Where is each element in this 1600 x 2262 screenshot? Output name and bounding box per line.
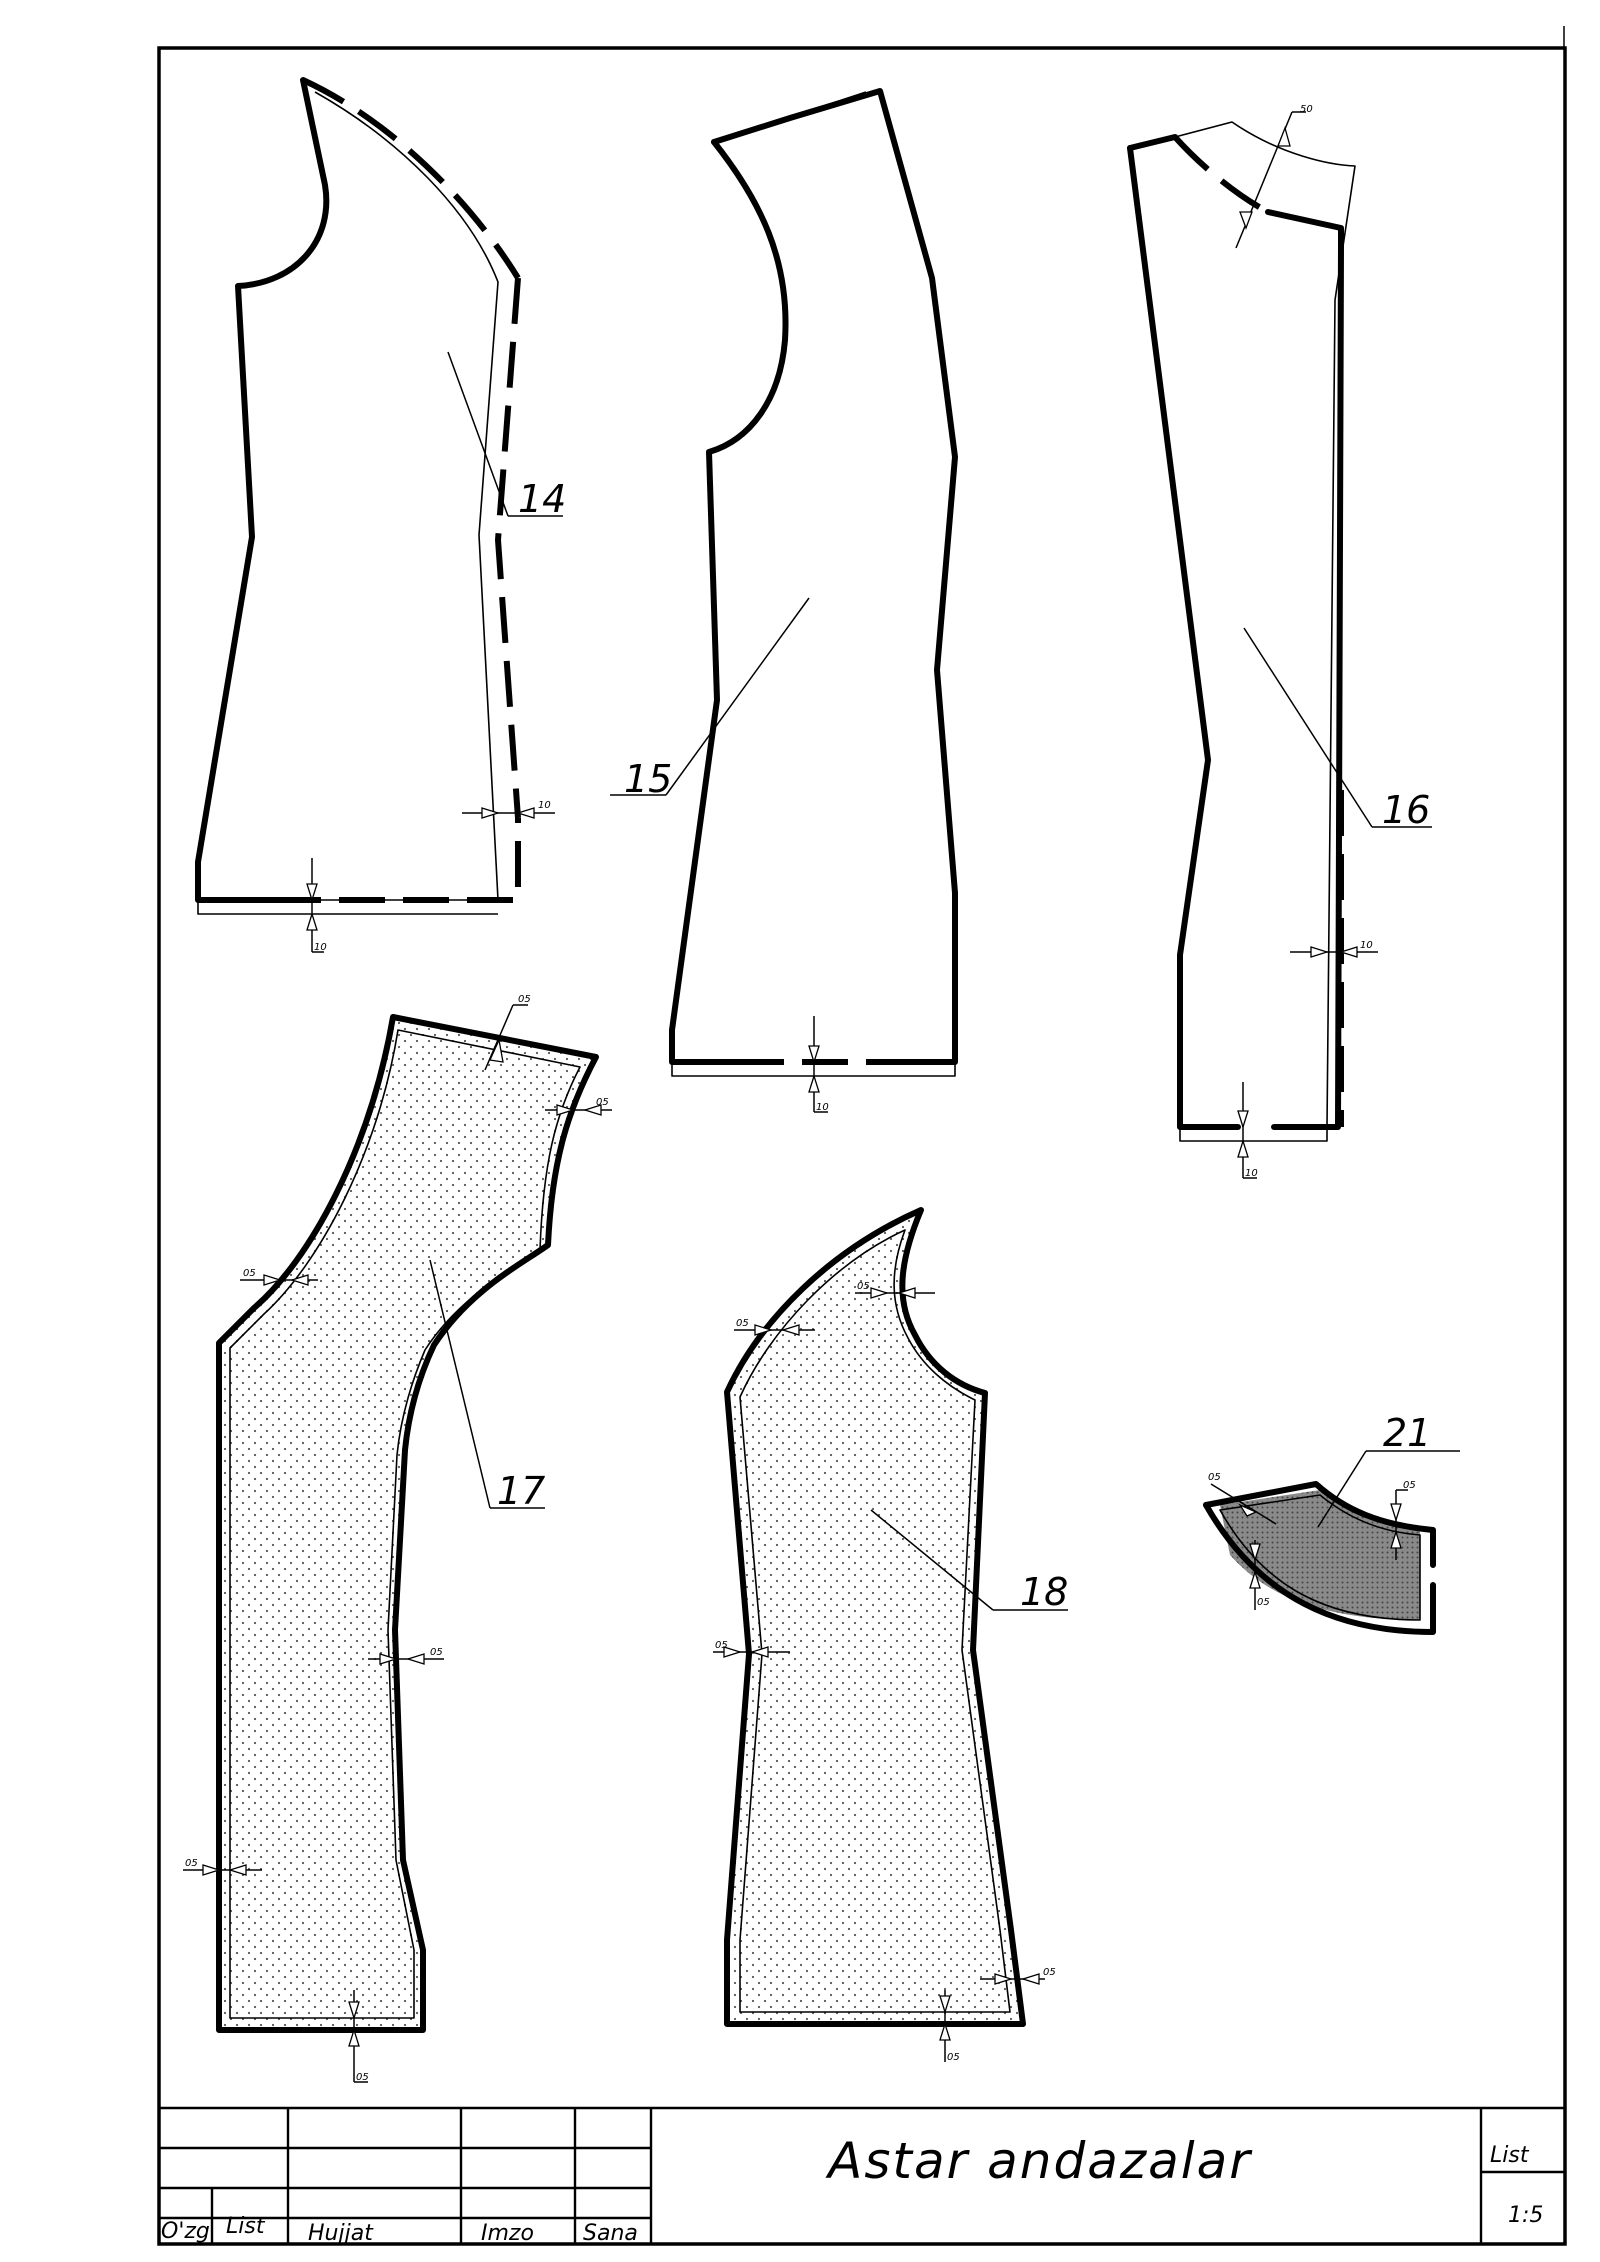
sheet-title: Astar andazalar <box>825 2132 1253 2190</box>
list-value: 1:5 <box>1508 2203 1543 2228</box>
seam-allowance-17a: 05 <box>518 994 531 1005</box>
seam-allowance-16a: 50 <box>1300 104 1313 115</box>
piece-label-17: 17 <box>497 1469 545 1513</box>
seam-allowance-17c: 05 <box>243 1268 256 1279</box>
list-header: List <box>1490 2143 1530 2168</box>
title-block: O'zg List Hujjat Imzo Sana Astar andazal… <box>159 2106 1565 2246</box>
pattern-piece-21: 21 05 05 05 <box>1203 1411 1460 1635</box>
pattern-piece-15: 15 10 <box>610 88 958 1113</box>
seam-allowance-15: 10 <box>816 1102 829 1113</box>
seam-allowance-18a: 05 <box>857 1281 870 1292</box>
title-block-col-hujjat: Hujjat <box>308 2221 374 2246</box>
seam-allowance-18b: 05 <box>736 1318 749 1329</box>
seam-allowance-21a: 05 <box>1208 1472 1221 1483</box>
seam-allowance-17d: 05 <box>430 1647 443 1658</box>
pattern-piece-18: 18 05 05 05 05 05 <box>713 1207 1068 2063</box>
seam-allowance-21b: 05 <box>1257 1597 1270 1608</box>
seam-allowance-17e: 05 <box>185 1858 198 1869</box>
title-block-col-sana: Sana <box>583 2221 638 2246</box>
title-block-col-ozg: O'zg <box>161 2219 210 2244</box>
title-block-col-imzo: Imzo <box>481 2221 534 2246</box>
seam-allowance-18e: 05 <box>947 2052 960 2063</box>
seam-allowance-17f: 05 <box>356 2072 369 2083</box>
piece-label-14: 14 <box>518 477 566 521</box>
seam-allowance-17b: 05 <box>596 1097 609 1108</box>
piece-label-18: 18 <box>1020 1570 1068 1614</box>
sheet-frame <box>157 46 1567 2246</box>
seam-allowance-18c: 05 <box>715 1640 728 1651</box>
pattern-piece-16: 50 16 10 10 <box>1127 104 1432 1179</box>
seam-allowance-16c: 10 <box>1245 1168 1258 1179</box>
seam-allowance-21c: 05 <box>1403 1480 1416 1491</box>
piece-label-16: 16 <box>1382 788 1430 832</box>
pattern-piece-14: 14 10 10 <box>195 77 566 953</box>
seam-allowance-14a: 10 <box>538 800 551 811</box>
seam-allowance-18d: 05 <box>1043 1967 1056 1978</box>
seam-allowance-16b: 10 <box>1360 940 1373 951</box>
pattern-piece-17: 17 05 05 05 05 05 05 <box>183 994 612 2083</box>
piece-label-15: 15 <box>624 757 672 801</box>
piece-label-21: 21 <box>1383 1411 1431 1455</box>
title-block-col-list: List <box>226 2214 266 2239</box>
seam-allowance-14b: 10 <box>314 942 327 953</box>
